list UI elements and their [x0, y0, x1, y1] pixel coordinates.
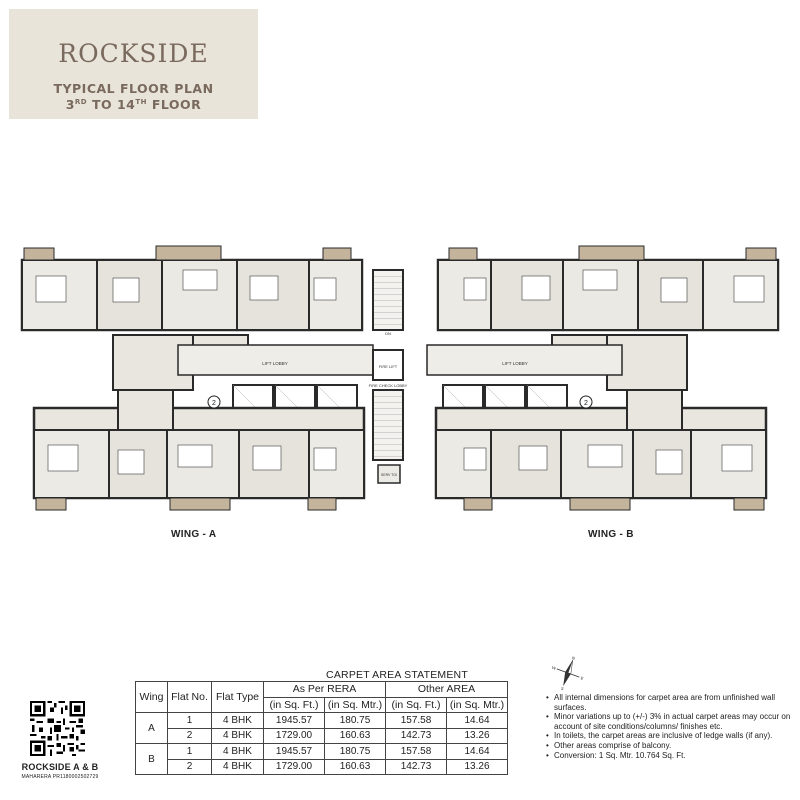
flat-type-cell: 4 BHK	[211, 712, 264, 729]
note-item: Conversion: 1 Sq. Mtr. 10.764 Sq. Ft.	[545, 751, 795, 761]
plan-subtitle: TYPICAL FLOOR PLAN	[53, 81, 214, 96]
flat-no-cell: 1	[167, 743, 212, 760]
other-sqmtr-cell: 14.64	[446, 712, 508, 729]
wing-cell: A	[135, 712, 168, 744]
svg-text:E: E	[580, 675, 585, 681]
flat-b2-marker	[579, 395, 593, 409]
wing-cell: B	[135, 743, 168, 775]
table-row: 2 4 BHK 1729.00 160.63 142.73 13.26	[136, 758, 508, 775]
svg-text:LIFT LOBBY: LIFT LOBBY	[262, 361, 287, 366]
balcony-a1	[155, 245, 222, 261]
wing-a-plan: 1 LIFT LOBBY 2	[20, 245, 374, 511]
svg-text:W: W	[551, 665, 556, 671]
rera-sqft-cell: 1945.57	[263, 743, 325, 760]
rera-sqmtr-cell: 180.75	[324, 743, 386, 760]
flat-a2-marker	[207, 395, 221, 409]
other-sqmtr-cell: 13.26	[446, 727, 508, 744]
rera-sqft-cell: 1945.57	[263, 712, 325, 729]
flat-no-cell: 2	[167, 727, 212, 744]
header-flat-no: Flat No.	[167, 681, 212, 713]
other-sqmtr-cell: 14.64	[446, 743, 508, 760]
note-item: Minor variations up to (+/-) 3% in actua…	[545, 712, 795, 731]
flat-type-cell: 4 BHK	[211, 727, 264, 744]
table-row: 2 4 BHK 1729.00 160.63 142.73 13.26	[136, 727, 508, 744]
svg-text:LIFT LOBBY: LIFT LOBBY	[502, 361, 527, 366]
central-core: FIRE LIFT SERV TOI DN FIRE CHECK LOBBY	[369, 269, 408, 484]
compass-icon: N S E W	[551, 655, 585, 691]
svg-text:2: 2	[212, 400, 216, 407]
header-wing: Wing	[135, 681, 168, 713]
flat-no-cell: 2	[167, 758, 212, 775]
other-sqft-cell: 157.58	[385, 743, 447, 760]
carpet-area-table: Wing Flat No. Flat Type As Per RERA Othe…	[135, 681, 508, 775]
other-sqft-cell: 142.73	[385, 758, 447, 775]
wing-b-label: WING - B	[588, 529, 634, 540]
header-rera-sqmtr: (in Sq. Mtr.)	[324, 696, 386, 713]
balcony-b2	[569, 497, 631, 511]
svg-text:N: N	[571, 655, 576, 661]
maharera-number: MAHARERA PR1180002502729	[21, 774, 99, 780]
wing-b-plan: 1 LIFT LOBBY 2	[426, 245, 780, 511]
notes-list: All internal dimensions for carpet area …	[545, 693, 795, 760]
balcony-a2	[169, 497, 231, 511]
other-sqmtr-cell: 13.26	[446, 758, 508, 775]
other-sqft-cell: 157.58	[385, 712, 447, 729]
svg-text:FIRE CHECK LOBBY: FIRE CHECK LOBBY	[369, 383, 408, 388]
wing-a-label: WING - A	[171, 529, 217, 540]
flat-type-cell: 4 BHK	[211, 758, 264, 775]
header-other-sqmtr: (in Sq. Mtr.)	[446, 696, 508, 713]
rera-sqmtr-cell: 160.63	[324, 727, 386, 744]
flat-type-cell: 4 BHK	[211, 743, 264, 760]
fire-lift	[372, 349, 404, 381]
table-row: A 1 4 BHK 1945.57 180.75 157.58 14.64	[135, 712, 508, 744]
qr-caption: ROCKSIDE A & B	[21, 762, 99, 772]
header-rera-sqft: (in Sq. Ft.)	[263, 696, 325, 713]
svg-text:S: S	[560, 686, 565, 691]
table-row: B 1 4 BHK 1945.57 180.75 157.58 14.64	[135, 743, 508, 775]
balcony-b1	[578, 245, 645, 261]
rera-sqmtr-cell: 180.75	[324, 712, 386, 729]
rera-sqmtr-cell: 160.63	[324, 758, 386, 775]
floor-range: 3RD TO 14TH FLOOR	[65, 97, 202, 112]
header-rera: As Per RERA	[263, 681, 386, 698]
note-item: In toilets, the carpet areas are inclusi…	[545, 731, 795, 741]
lift-lobby-b	[426, 344, 623, 376]
lift-lobby-a	[177, 344, 374, 376]
other-sqft-cell: 142.73	[385, 727, 447, 744]
flat-no-cell: 1	[167, 712, 212, 729]
rera-sqft-cell: 1729.00	[263, 758, 325, 775]
svg-text:DN: DN	[385, 331, 391, 336]
header-other-sqft: (in Sq. Ft.)	[385, 696, 447, 713]
svg-text:SERV TOI: SERV TOI	[381, 473, 397, 477]
title-card: ROCKSIDE TYPICAL FLOOR PLAN 3RD TO 14TH …	[9, 9, 258, 119]
svg-text:2: 2	[584, 400, 588, 407]
header-other-area: Other AREA	[385, 681, 508, 698]
floor-plan: 1 LIFT LOBBY 2 FIRE LIFT	[20, 245, 780, 511]
header-flat-type: Flat Type	[211, 681, 264, 713]
rera-sqft-cell: 1729.00	[263, 727, 325, 744]
carpet-area-title: CARPET AREA STATEMENT	[326, 669, 468, 681]
qr-code[interactable]	[30, 701, 85, 756]
note-item: Other areas comprise of balcony.	[545, 741, 795, 751]
brand-title: ROCKSIDE	[58, 39, 209, 68]
svg-text:FIRE LIFT: FIRE LIFT	[379, 364, 398, 369]
note-item: All internal dimensions for carpet area …	[545, 693, 795, 712]
